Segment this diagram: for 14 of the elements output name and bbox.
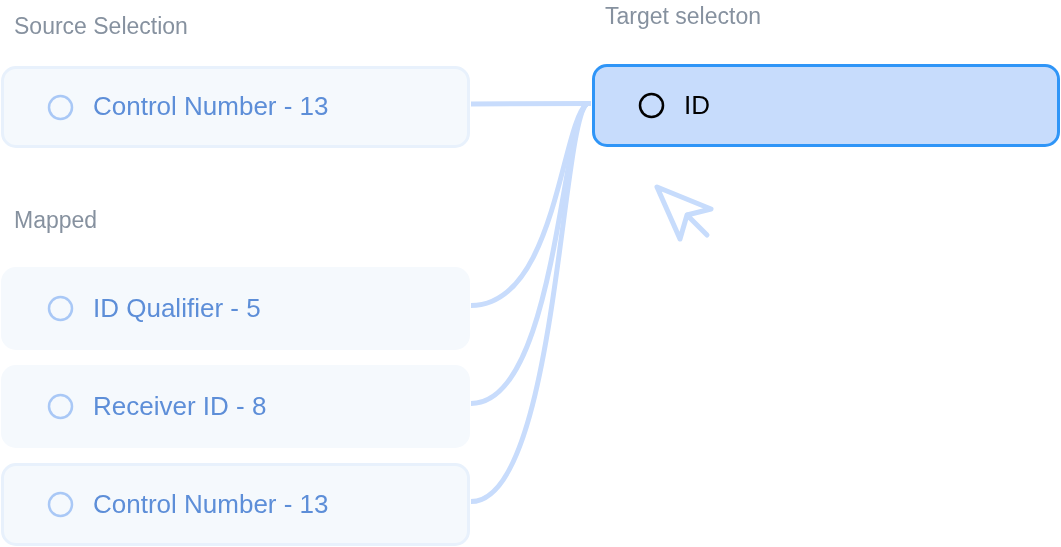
section-heading: Source Selection <box>14 13 188 41</box>
section-heading: Target selecton <box>605 3 761 31</box>
connector-line <box>470 101 592 504</box>
field-card <box>1 66 470 148</box>
field-label: ID Qualifier - 5 <box>93 292 261 325</box>
field-label: Receiver ID - 8 <box>93 390 267 423</box>
field-label: Control Number - 13 <box>93 91 329 123</box>
selected-field-card <box>592 64 1060 147</box>
field-label: ID <box>684 89 710 122</box>
field-card <box>1 267 470 350</box>
section-heading: Mapped <box>14 207 98 235</box>
field-card <box>1 365 470 448</box>
field-card <box>1 463 470 546</box>
field-label: Control Number - 13 <box>93 488 329 521</box>
